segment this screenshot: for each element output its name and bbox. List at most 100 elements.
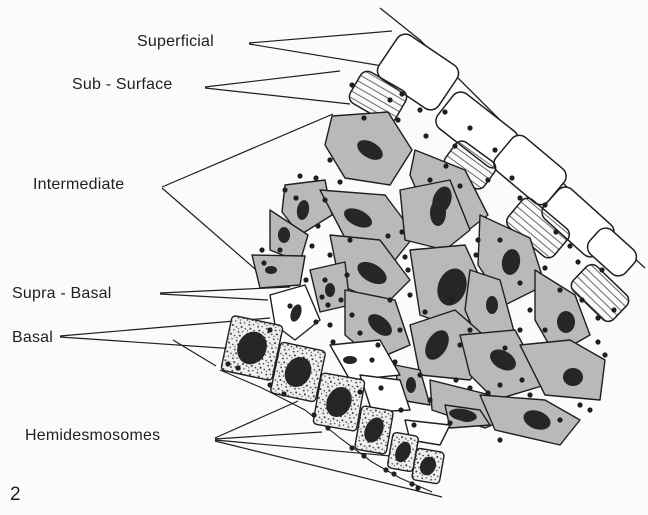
desmosome-dot (517, 327, 522, 332)
desmosome-dot (502, 345, 507, 350)
desmosome-dot (497, 382, 502, 387)
desmosome-dot (417, 372, 422, 377)
desmosome-dot (349, 82, 354, 87)
desmosome-dot (475, 237, 480, 242)
label-supra-basal: Supra - Basal (12, 285, 112, 303)
desmosome-dot (387, 97, 392, 102)
desmosome-dot (322, 197, 327, 202)
cell-nucleus (278, 227, 290, 243)
desmosome-dot (417, 107, 422, 112)
desmosome-dot (467, 385, 472, 390)
desmosome-dot (527, 307, 532, 312)
desmosome-dot (542, 202, 547, 207)
desmosome-dot (473, 252, 478, 257)
cell-nucleus (406, 377, 416, 393)
desmosome-dot (457, 183, 462, 188)
desmosome-dot (337, 179, 342, 184)
desmosome-dot (411, 422, 416, 427)
cell-nucleus (265, 266, 277, 274)
desmosome-dot (602, 352, 607, 357)
desmosome-dot (415, 485, 420, 490)
desmosome-dot (297, 173, 302, 178)
leader-line (249, 44, 383, 66)
leader-line (205, 71, 340, 87)
desmosome-dot (579, 297, 584, 302)
leader-line (173, 340, 216, 366)
desmosome-dot (313, 175, 318, 180)
desmosome-dot (385, 233, 390, 238)
desmosome-dot (542, 265, 547, 270)
desmosome-dot (485, 390, 490, 395)
desmosome-dot (361, 453, 366, 458)
desmosome-dot (402, 254, 407, 259)
desmosome-dot (281, 391, 286, 396)
cell-nucleus (430, 200, 446, 226)
label-basal: Basal (12, 329, 53, 347)
desmosome-dot (338, 297, 343, 302)
desmosome-dot (277, 247, 282, 252)
desmosome-dot (599, 267, 604, 272)
desmosome-dot (391, 471, 396, 476)
desmosome-dot (553, 229, 558, 234)
desmosome-dot (497, 237, 502, 242)
leader-line (60, 337, 236, 349)
desmosome-dot (449, 297, 454, 302)
leader-line (162, 188, 262, 275)
desmosome-dot (330, 339, 335, 344)
desmosome-dot (467, 327, 472, 332)
desmosome-dot (485, 177, 490, 182)
desmosome-dot (261, 260, 266, 265)
cell-nucleus (563, 368, 583, 386)
desmosome-dot (267, 327, 272, 332)
leader-line (162, 114, 333, 187)
intermediate-cell (520, 340, 605, 400)
desmosome-dot (369, 357, 374, 362)
desmosome-dot (399, 91, 404, 96)
desmosome-dot (344, 272, 349, 277)
desmosome-dot (517, 195, 522, 200)
desmosome-dot (443, 163, 448, 168)
desmosome-dot (453, 377, 458, 382)
desmosome-dot (595, 315, 600, 320)
label-sub-surface: Sub - Surface (72, 76, 172, 94)
desmosome-dot (293, 195, 298, 200)
desmosome-dot (287, 303, 292, 308)
desmosome-dot (492, 147, 497, 152)
desmosome-dot (395, 117, 400, 122)
desmosome-dot (392, 359, 397, 364)
desmosome-dot (235, 365, 240, 370)
desmosome-dot (327, 157, 332, 162)
desmosome-dot (509, 175, 514, 180)
desmosome-dot (311, 412, 316, 417)
desmosome-dot (383, 467, 388, 472)
desmosome-dot (357, 389, 362, 394)
desmosome-dot (325, 425, 330, 430)
leader-line (215, 432, 322, 439)
cell-nucleus (325, 283, 335, 297)
desmosome-dot (447, 420, 452, 425)
desmosome-dot (409, 481, 414, 486)
desmosome-dot (357, 330, 362, 335)
intermediate-cell (252, 255, 305, 288)
desmosome-dot (378, 385, 383, 390)
desmosome-dot (587, 407, 592, 412)
leader-line (160, 294, 268, 300)
cell-layer (221, 30, 641, 484)
desmosome-dot (309, 243, 314, 248)
desmosome-dot (497, 437, 502, 442)
desmosome-dot (557, 287, 562, 292)
desmosome-dot (225, 361, 230, 366)
desmosome-dot (399, 229, 404, 234)
cell-nucleus (459, 414, 475, 422)
desmosome-dot (303, 277, 308, 282)
desmosome-dot (313, 319, 318, 324)
desmosome-dot (452, 143, 457, 148)
desmosome-dot (542, 327, 547, 332)
desmosome-dot (375, 342, 380, 347)
desmosome-dot (397, 327, 402, 332)
desmosome-dot (467, 125, 472, 130)
label-intermediate: Intermediate (33, 176, 124, 194)
desmosome-dot (361, 115, 366, 120)
cell-nucleus (557, 311, 575, 333)
